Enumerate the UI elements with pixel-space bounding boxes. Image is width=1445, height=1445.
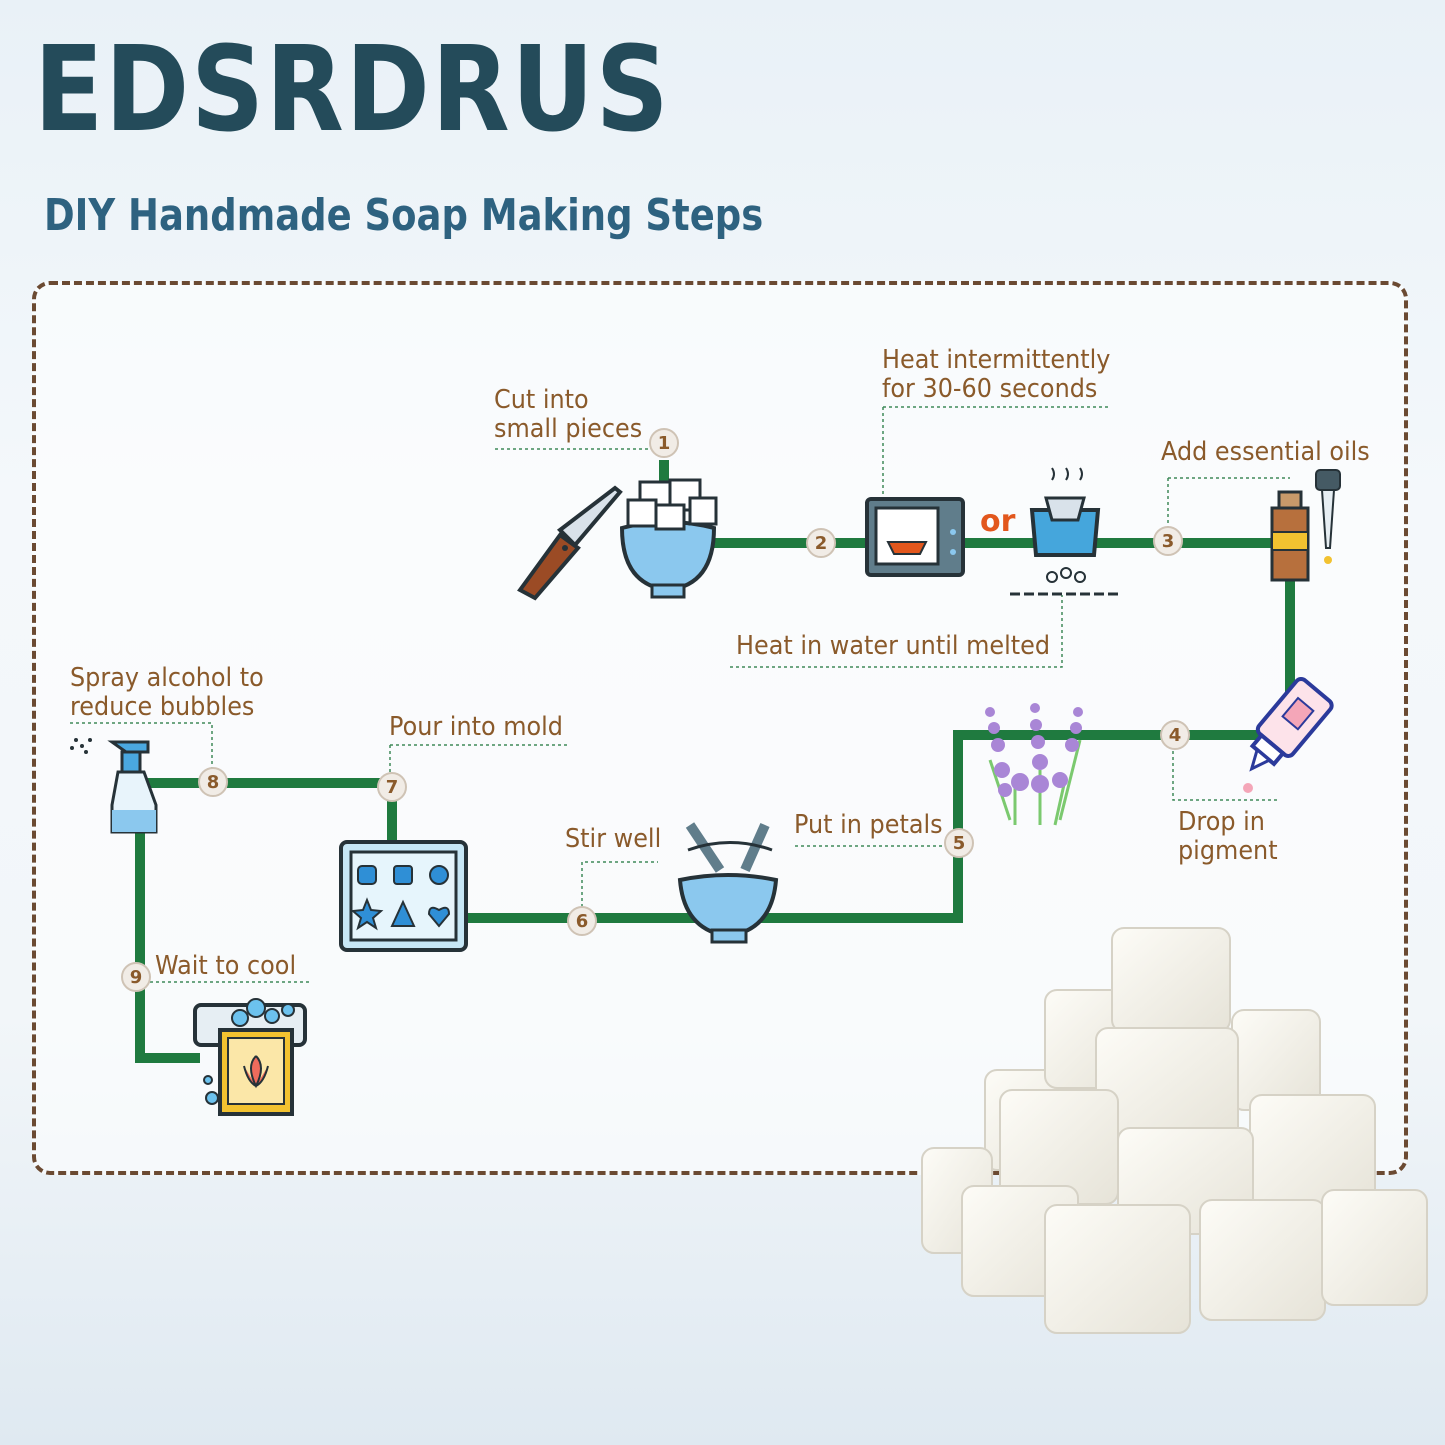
step-2-alt-label: Heat in water until melted: [736, 631, 1051, 661]
essential-oil-bottle-icon: [1270, 490, 1310, 582]
step-badge-4: 4: [1160, 720, 1190, 750]
stir-bowl-icon: [677, 822, 779, 944]
step-badge-6: 6: [567, 906, 597, 936]
water-bath-stove-icon: [1010, 467, 1118, 596]
step-9-label: Wait to cool: [155, 951, 297, 981]
leader-lines: [70, 406, 1290, 983]
spray-bottle-icon: [70, 738, 158, 834]
brand-title: EDSRDRUS: [34, 20, 671, 158]
knife-icon: [517, 485, 623, 601]
step-5-label: Put in petals: [794, 810, 943, 840]
step-badge-2: 2: [806, 528, 836, 558]
step-6-label: Stir well: [565, 824, 662, 854]
pigment-drop: [1243, 783, 1253, 793]
step-badge-7: 7: [377, 772, 407, 802]
soap-bar-icon: [193, 998, 307, 1116]
step-badge-8: 8: [198, 767, 228, 797]
step-badge-1: 1: [649, 428, 679, 458]
step-badge-9: 9: [121, 962, 151, 992]
or-text: or: [980, 504, 1016, 539]
step-badge-5: 5: [944, 828, 974, 858]
soap-cubes-image: [921, 927, 1428, 1334]
soap-mold-icon: [339, 840, 468, 952]
microwave-icon: [865, 497, 965, 577]
lavender-icon: [985, 703, 1083, 826]
page-subtitle: DIY Handmade Soap Making Steps: [44, 190, 764, 241]
step-badge-3: 3: [1153, 526, 1183, 556]
dropper-icon: [1315, 469, 1341, 564]
soap-cubes-bowl-icon: [619, 478, 718, 599]
step-7-label: Pour into mold: [389, 712, 563, 742]
step-3-label: Add essential oils: [1161, 437, 1370, 467]
pigment-bottle-icon: [1249, 676, 1334, 772]
